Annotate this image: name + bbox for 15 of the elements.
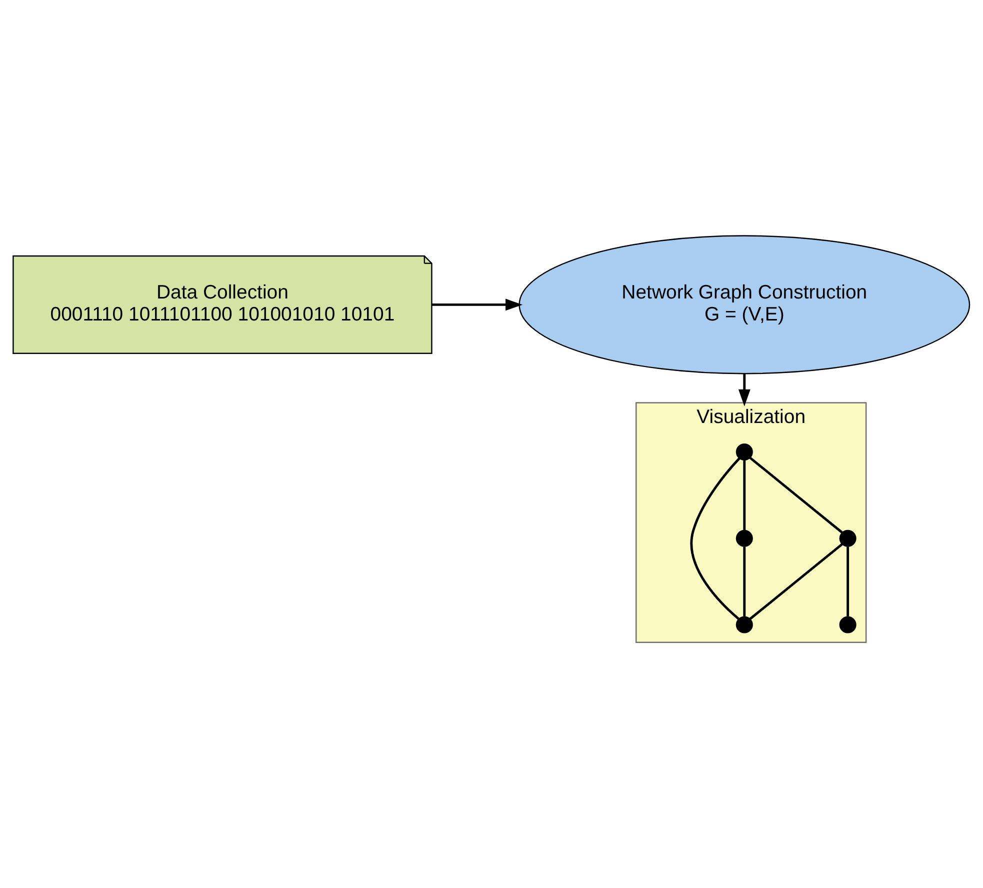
connector	[743, 460, 746, 530]
connector	[743, 546, 746, 616]
node-circle	[839, 616, 856, 634]
connector	[749, 456, 843, 534]
node-circle	[736, 530, 753, 547]
node-ellipse: Network Graph Construction G = (V,E)	[518, 235, 970, 374]
connector	[690, 457, 740, 620]
cluster: Visualization	[636, 402, 867, 643]
arrow	[432, 298, 523, 311]
connector	[749, 543, 844, 620]
connector	[846, 546, 850, 616]
node-circle	[736, 616, 753, 634]
arrow	[738, 374, 750, 406]
node-circle	[839, 530, 856, 547]
node-circle	[736, 443, 753, 460]
